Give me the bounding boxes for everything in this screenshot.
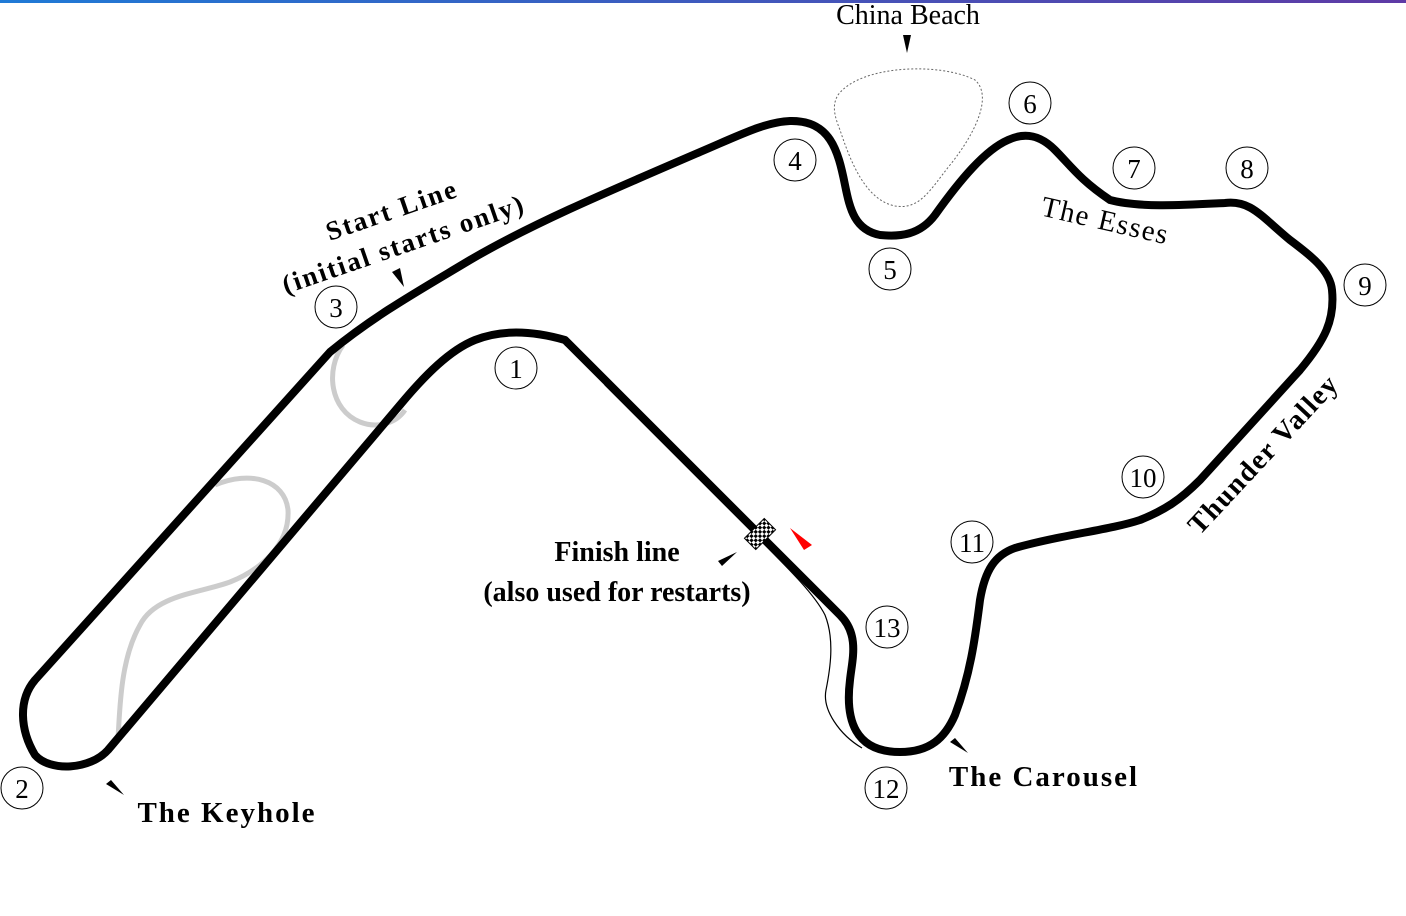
turn-marker-10: 10 (1121, 455, 1165, 499)
turn-number: 4 (788, 146, 802, 176)
china-beach-label: China Beach (836, 0, 980, 31)
keyhole-label: The Keyhole (137, 797, 316, 829)
red-triangle-icon (790, 528, 812, 550)
turn-number: 13 (874, 613, 901, 643)
track-outline (19, 116, 1337, 771)
china-beach-pointer (903, 35, 911, 53)
finish-line-note: (also used for restarts) (483, 577, 750, 608)
turn-number: 11 (959, 528, 985, 558)
turn-marker-11: 11 (950, 520, 994, 564)
turn-number: 12 (873, 774, 900, 804)
turn-marker-8: 8 (1225, 146, 1269, 190)
turn-marker-1: 1 (494, 346, 538, 390)
turn-marker-13: 13 (865, 605, 909, 649)
turn-number: 7 (1127, 154, 1141, 184)
turn-marker-6: 6 (1008, 81, 1052, 125)
turn-marker-12: 12 (864, 766, 908, 810)
turn-number: 5 (883, 255, 897, 285)
turn-number: 8 (1240, 154, 1254, 184)
turn-marker-7: 7 (1112, 146, 1156, 190)
start-line-pointer (392, 268, 404, 287)
turn-number: 9 (1358, 271, 1372, 301)
top-accent-bar (0, 0, 1406, 3)
carousel-pointer (950, 738, 968, 753)
finish-line-label: Finish line (554, 537, 679, 568)
finish-line-pointer (718, 552, 737, 566)
turn-marker-3: 3 (314, 285, 358, 329)
turn-marker-2: 2 (0, 766, 44, 810)
turn-number: 6 (1023, 89, 1037, 119)
finish-flag (743, 517, 777, 551)
turn-number: 3 (329, 293, 343, 323)
carousel-label: The Carousel (949, 761, 1139, 793)
turn-number: 2 (15, 774, 29, 804)
thunder-valley-label: Thunder Valley (1182, 369, 1345, 541)
china-beach-area (833, 68, 983, 207)
turn-marker-9: 9 (1343, 263, 1387, 307)
turn-marker-5: 5 (868, 247, 912, 291)
keyhole-pointer (106, 780, 124, 795)
turn-number: 1 (509, 354, 523, 384)
checkered-flag-icon (743, 517, 777, 551)
turn-number: 10 (1130, 463, 1157, 493)
turn-marker-4: 4 (773, 138, 817, 182)
